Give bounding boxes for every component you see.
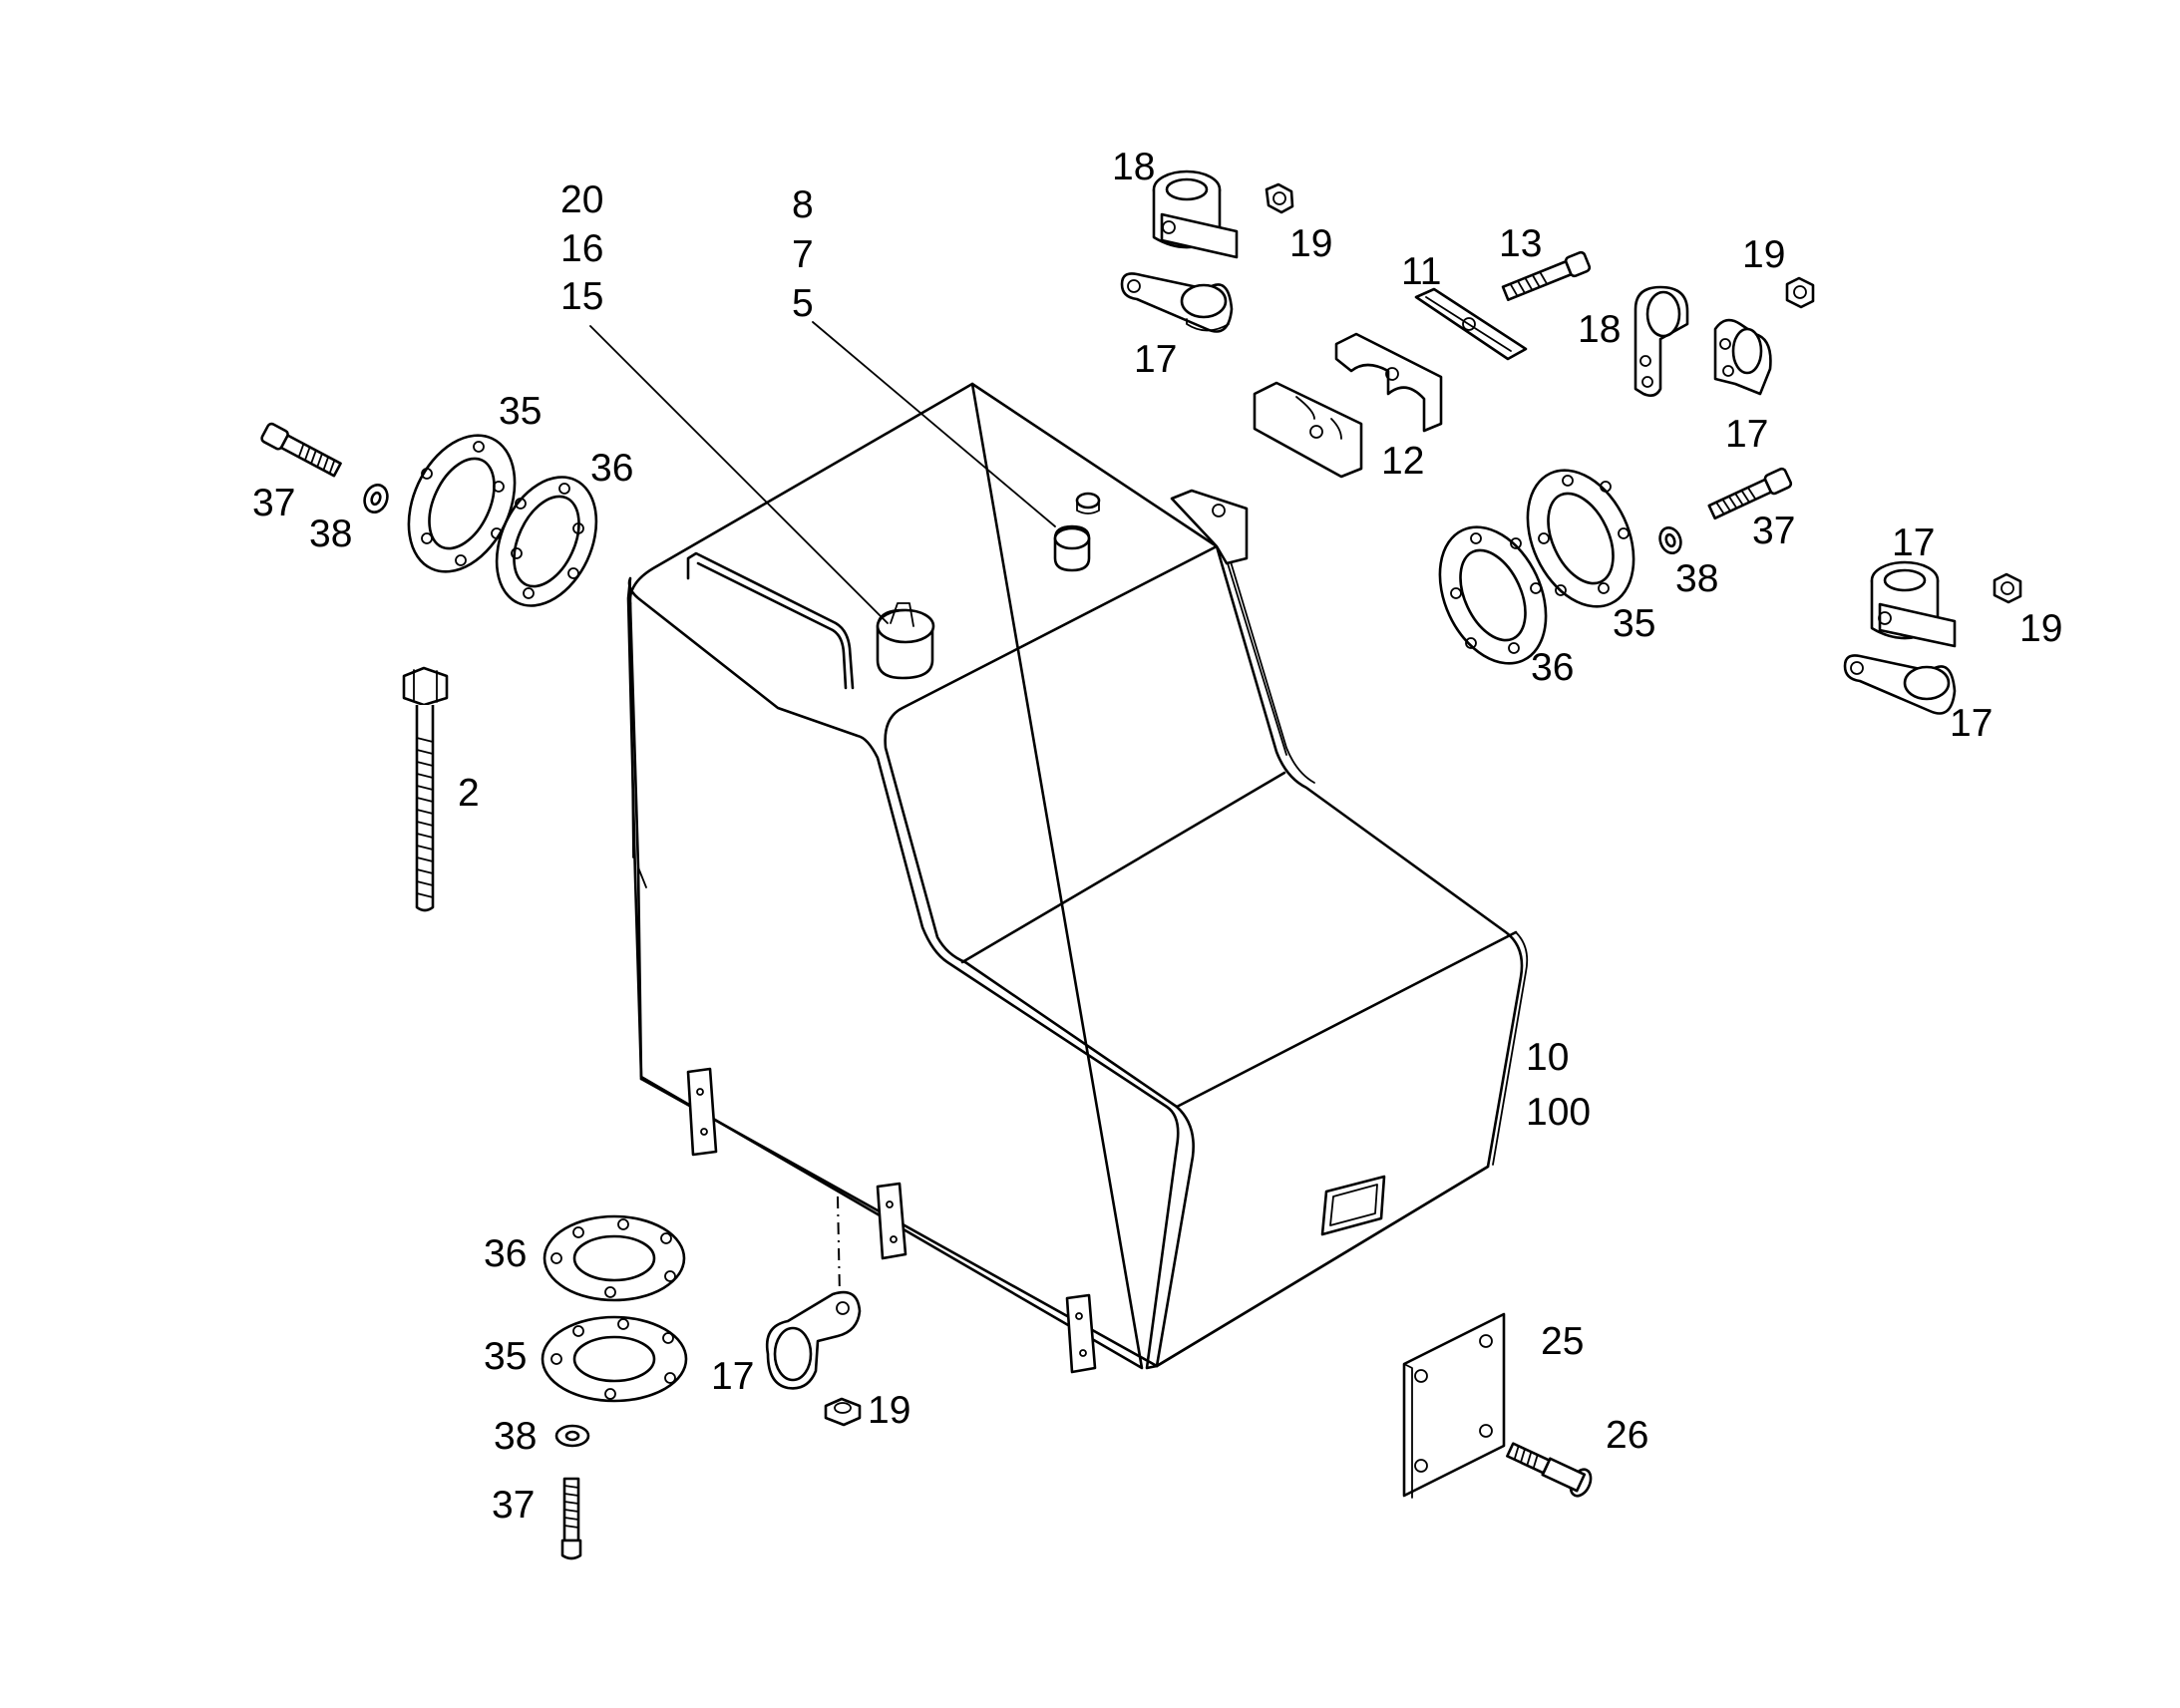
callout-36-bottom: 36 [484, 1232, 527, 1275]
callout-19-right: 19 [1742, 233, 1785, 276]
flange-group-upper-left [260, 422, 598, 607]
callout-2: 2 [458, 772, 480, 815]
clamp-group-upper-right [1634, 276, 1815, 397]
bolt-part-2 [402, 666, 449, 912]
bracket-group-11-12-13 [1253, 250, 1592, 479]
callout-13: 13 [1499, 222, 1542, 265]
callout-18-top: 18 [1112, 146, 1155, 188]
callout-8: 8 [792, 183, 814, 226]
callout-17-bottom: 17 [711, 1355, 754, 1398]
callout-25: 25 [1541, 1320, 1584, 1363]
plate-part-25 [1402, 1312, 1506, 1499]
callout-35-right: 35 [1613, 602, 1655, 645]
callout-20: 20 [560, 178, 603, 221]
fuel-tank [626, 382, 1529, 1374]
clamp-group-far-right [1843, 560, 2022, 715]
callout-100: 100 [1526, 1091, 1591, 1134]
callout-37-upper-left: 37 [252, 482, 295, 524]
callout-11: 11 [1401, 250, 1442, 293]
callout-35-bottom: 35 [484, 1335, 527, 1378]
callout-15: 15 [560, 275, 603, 318]
callout-26: 26 [1606, 1414, 1648, 1457]
callout-19-far-right: 19 [2019, 607, 2062, 650]
screw-part-26 [1506, 1442, 1593, 1498]
flange-group-bottom-left [541, 1214, 688, 1560]
callout-17-top: 17 [1134, 338, 1177, 381]
callout-17-far-right-lower: 17 [1950, 702, 1993, 745]
callout-19-top: 19 [1289, 222, 1332, 265]
callout-38-bottom: 38 [494, 1415, 537, 1458]
callout-37-right: 37 [1752, 510, 1795, 552]
callout-16: 16 [560, 227, 603, 270]
callout-labels: 20 16 15 8 7 5 18 19 17 11 13 12 19 18 1… [252, 146, 2062, 1527]
callout-35-upper-left: 35 [499, 390, 542, 433]
leader-lines [589, 321, 1056, 1297]
callout-10: 10 [1526, 1036, 1569, 1079]
callout-37-bottom: 37 [492, 1484, 535, 1527]
flange-group-right [1438, 467, 1793, 665]
clamp-group-top [1120, 170, 1294, 333]
clamp-group-bottom [765, 1290, 862, 1427]
callout-38-upper-left: 38 [309, 512, 352, 555]
callout-12: 12 [1381, 440, 1424, 483]
callout-19-bottom: 19 [868, 1389, 910, 1432]
callout-38-right: 38 [1675, 557, 1718, 600]
callout-17-far-right-upper: 17 [1892, 521, 1935, 564]
callout-17-right: 17 [1725, 413, 1768, 456]
callout-7: 7 [792, 233, 814, 276]
callout-36-upper-left: 36 [590, 447, 633, 490]
callout-36-right: 36 [1531, 646, 1574, 689]
callout-5: 5 [792, 282, 814, 325]
callout-18-right: 18 [1578, 308, 1621, 351]
